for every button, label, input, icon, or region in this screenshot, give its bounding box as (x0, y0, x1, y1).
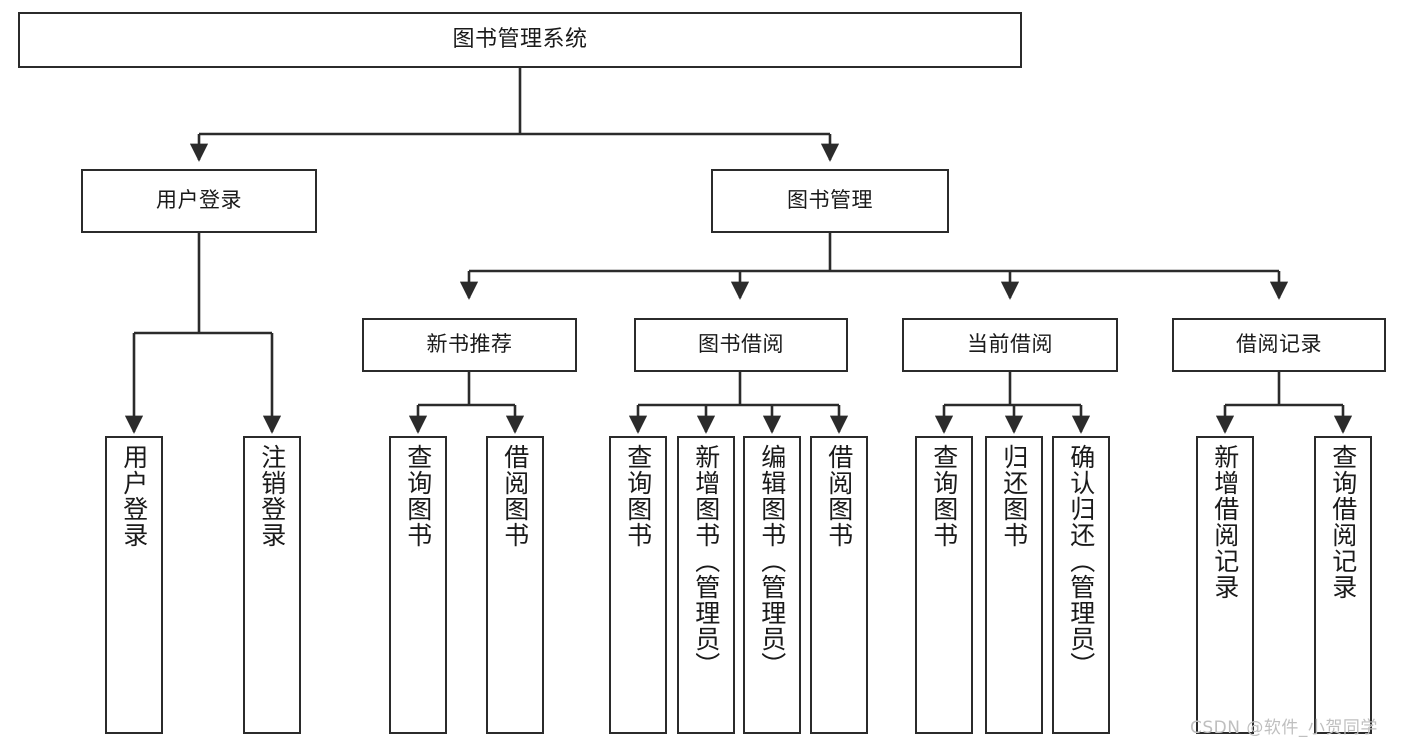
leaf-current-return-book-label: 归还图书 (999, 444, 1029, 548)
leaf-new-book-query-label: 查询图书 (403, 444, 433, 548)
node-user-login[interactable]: 用户登录 (81, 169, 317, 233)
leaf-borrow-borrow-book-label: 借阅图书 (824, 444, 854, 548)
leaf-record-add[interactable]: 新增借阅记录 (1196, 436, 1254, 734)
leaf-new-book-borrow-label: 借阅图书 (500, 444, 530, 548)
node-borrow-records-label: 借阅记录 (1236, 332, 1322, 357)
leaf-borrow-edit-book[interactable]: 编辑图书（管理员） (743, 436, 801, 734)
leaf-record-query-label: 查询借阅记录 (1328, 444, 1358, 600)
leaf-borrow-query-book-label: 查询图书 (623, 444, 653, 548)
leaf-current-confirm-return[interactable]: 确认归还（管理员） (1052, 436, 1110, 734)
leaf-user-login-signout[interactable]: 注销登录 (243, 436, 301, 734)
node-user-login-label: 用户登录 (156, 188, 242, 213)
leaf-current-confirm-return-label: 确认归还（管理员） (1066, 444, 1096, 678)
leaf-record-add-label: 新增借阅记录 (1210, 444, 1240, 600)
node-current-borrow[interactable]: 当前借阅 (902, 318, 1118, 372)
node-root-label: 图书管理系统 (452, 26, 588, 52)
leaf-borrow-edit-book-label: 编辑图书（管理员） (757, 444, 787, 678)
leaf-borrow-add-book-label: 新增图书（管理员） (691, 444, 721, 678)
leaf-record-query[interactable]: 查询借阅记录 (1314, 436, 1372, 734)
node-current-borrow-label: 当前借阅 (967, 332, 1053, 357)
node-book-management-label: 图书管理 (787, 188, 873, 213)
leaf-borrow-add-book[interactable]: 新增图书（管理员） (677, 436, 735, 734)
node-new-book-recommend-label: 新书推荐 (426, 332, 513, 357)
node-new-book-recommend[interactable]: 新书推荐 (362, 318, 577, 372)
leaf-new-book-query[interactable]: 查询图书 (389, 436, 447, 734)
leaf-current-query-book[interactable]: 查询图书 (915, 436, 973, 734)
node-book-borrow[interactable]: 图书借阅 (634, 318, 848, 372)
leaf-user-login-signin[interactable]: 用户登录 (105, 436, 163, 734)
node-book-management[interactable]: 图书管理 (711, 169, 949, 233)
leaf-borrow-borrow-book[interactable]: 借阅图书 (810, 436, 868, 734)
node-borrow-records[interactable]: 借阅记录 (1172, 318, 1386, 372)
node-book-borrow-label: 图书借阅 (698, 332, 784, 357)
leaf-user-login-signout-label: 注销登录 (257, 444, 287, 548)
leaf-current-query-book-label: 查询图书 (929, 444, 959, 548)
leaf-new-book-borrow[interactable]: 借阅图书 (486, 436, 544, 734)
leaf-user-login-signin-label: 用户登录 (119, 444, 149, 548)
leaf-current-return-book[interactable]: 归还图书 (985, 436, 1043, 734)
node-root[interactable]: 图书管理系统 (18, 12, 1022, 68)
leaf-borrow-query-book[interactable]: 查询图书 (609, 436, 667, 734)
